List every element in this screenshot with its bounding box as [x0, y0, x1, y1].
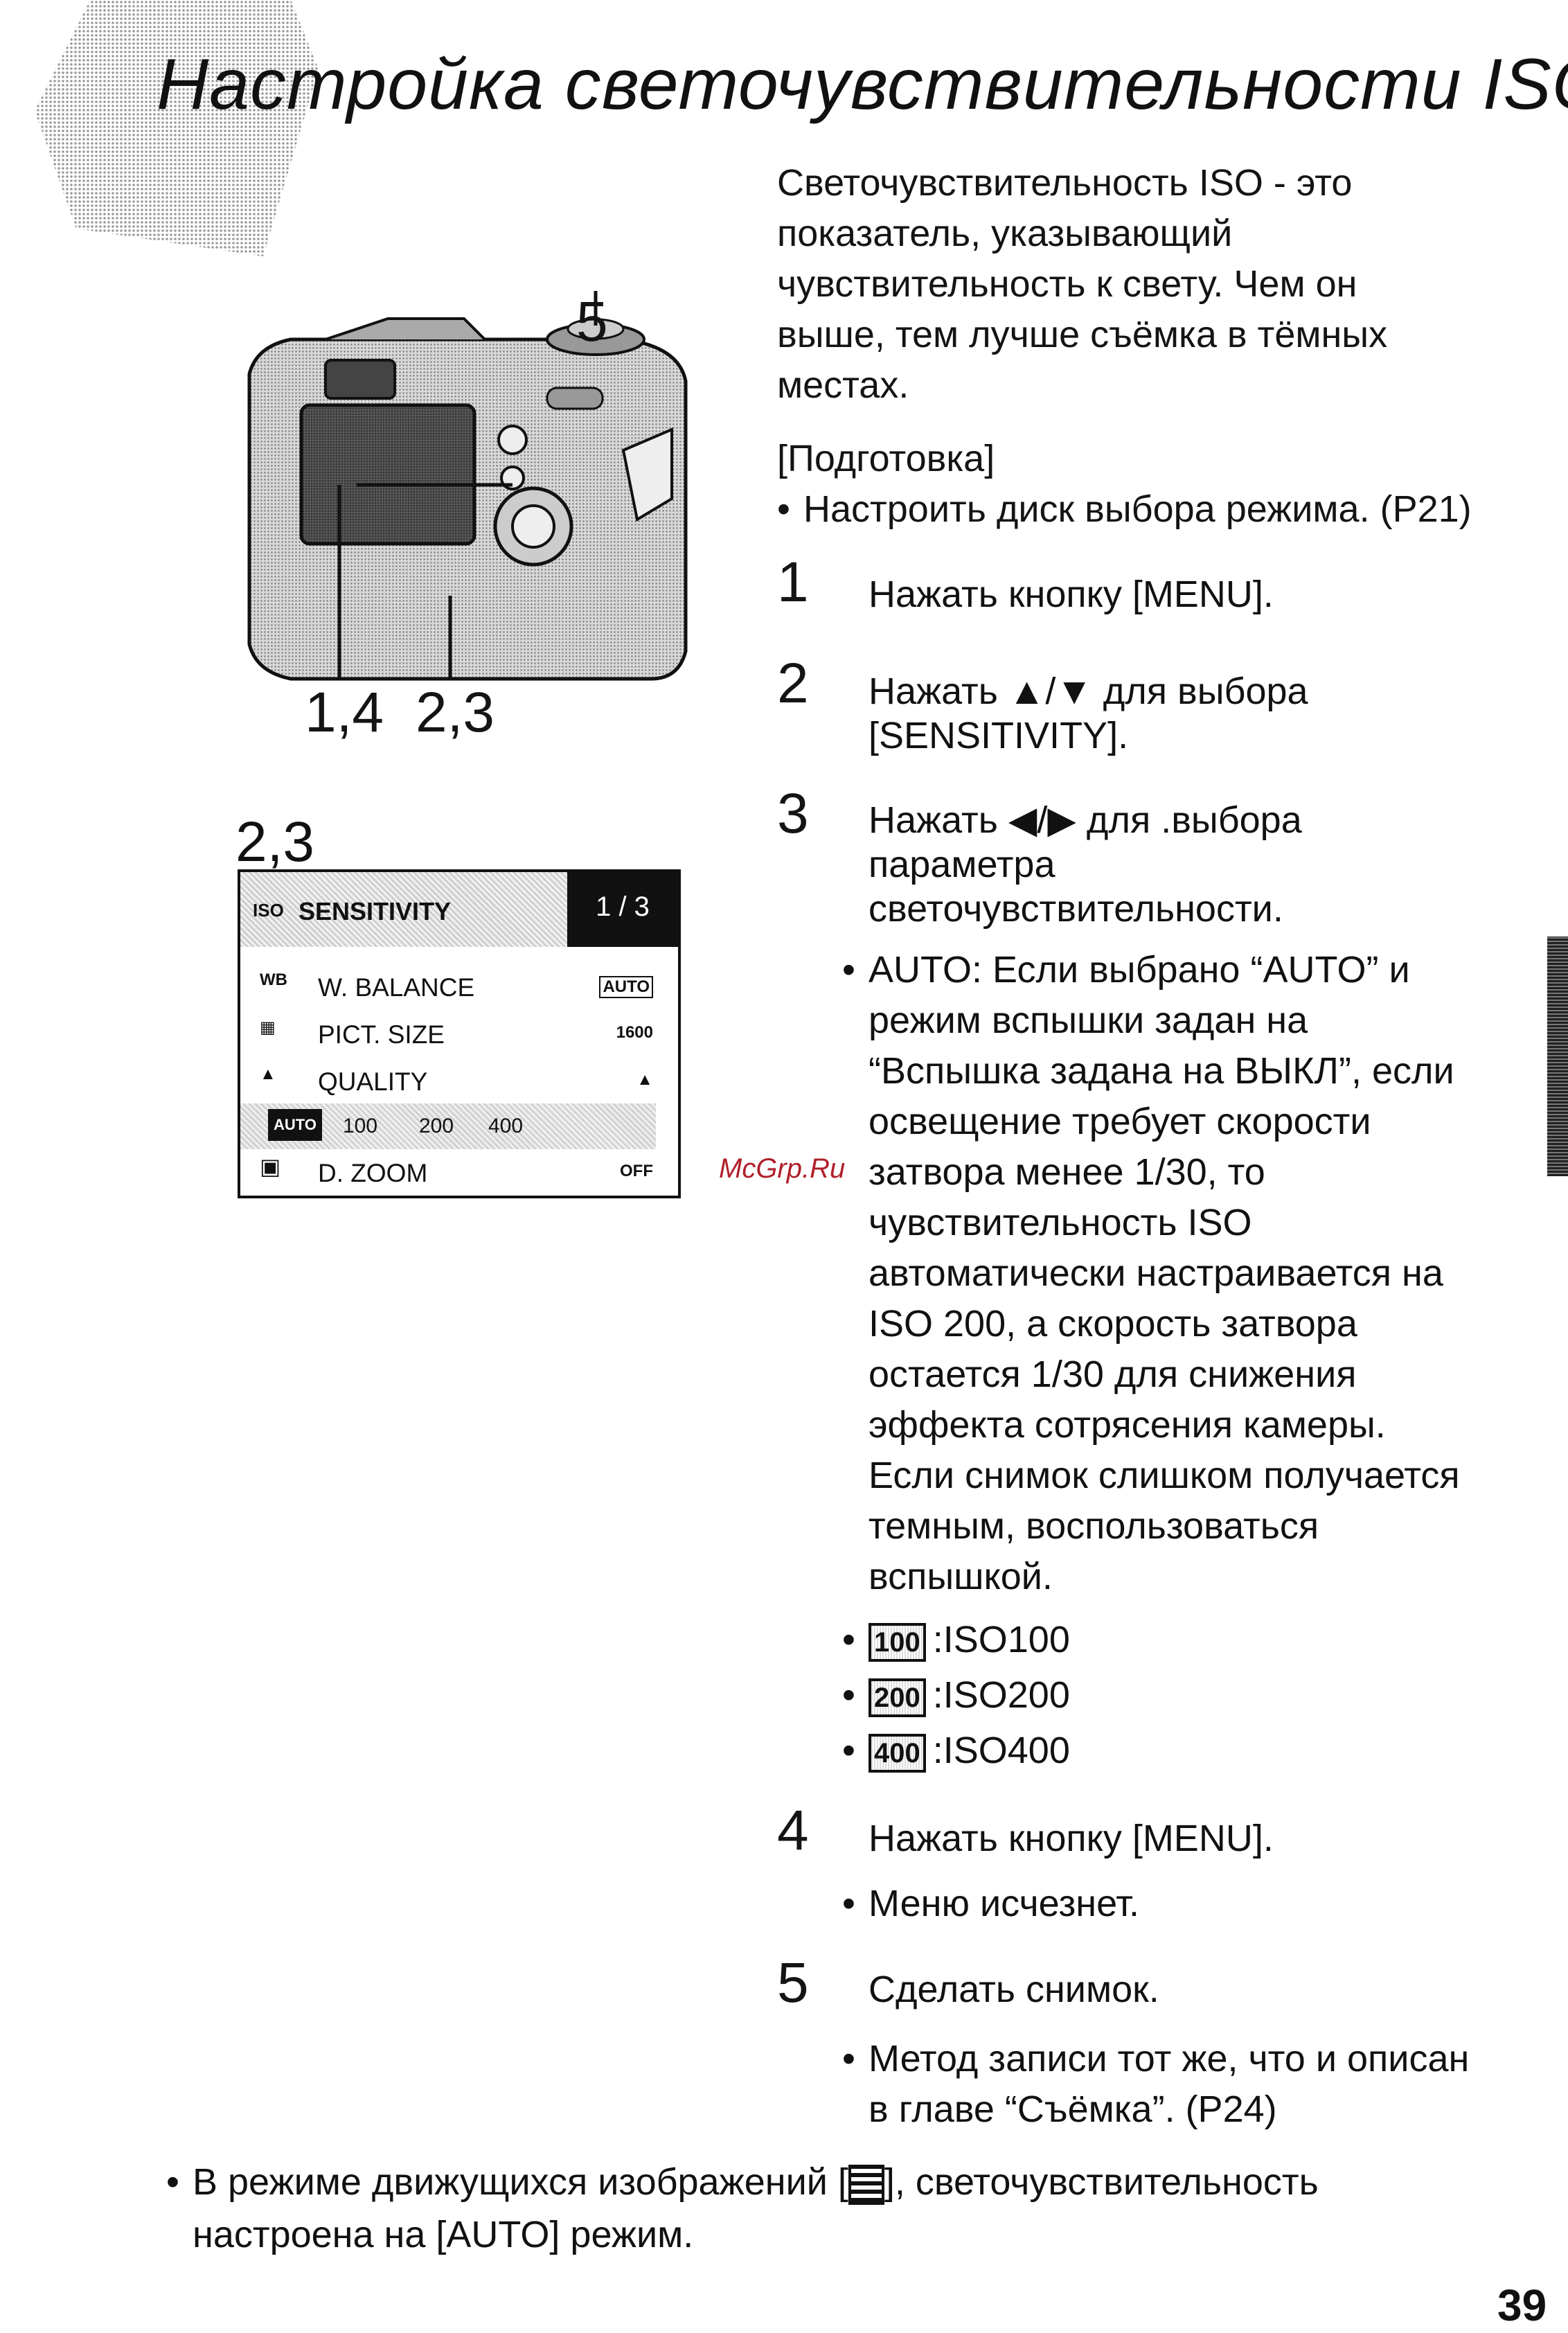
step-4-text: Нажать кнопку [MENU].	[868, 1818, 1274, 1859]
step-5-number: 5	[777, 1951, 809, 2014]
step-1-text: Нажать кнопку [MENU].	[868, 574, 1274, 615]
auto-note-line: автоматически настраивается на	[868, 1252, 1443, 1294]
camera-drawing	[247, 291, 688, 681]
menu-callout-2-3: 2,3	[235, 810, 314, 873]
preparation-heading: [Подготовка]	[777, 438, 995, 479]
step-2-text: Нажать ▲/▼ для выбора [SENSITIVITY].	[868, 669, 1533, 758]
auto-note-line: ISO 200, а скорость затвора	[868, 1303, 1357, 1345]
step-3-number: 3	[777, 782, 809, 845]
intro-line: выше, тем лучше съёмка в тёмных	[777, 314, 1388, 355]
quality-icon: ▲	[260, 1065, 276, 1083]
iso-400-icon: 400	[868, 1733, 926, 1773]
menu-row-label: W. BALANCE	[318, 973, 475, 1002]
preparation-section: [Подготовка] •Настроить диск выбора режи…	[777, 434, 1539, 535]
menu-row-label: QUALITY	[318, 1067, 428, 1096]
movie-mode-icon	[848, 2164, 884, 2205]
auto-note-line: “Вспышка задана на ВЫКЛ”, если	[868, 1050, 1454, 1092]
step-3-line: светочувствительности.	[868, 888, 1283, 930]
step-4-number: 4	[777, 1799, 809, 1862]
auto-note-line: эффекта сотрясения камеры.	[868, 1404, 1386, 1446]
option-400: 400	[488, 1115, 524, 1137]
step-4-note: •Меню исчезнет.	[842, 1883, 1140, 1924]
option-200: 200	[419, 1115, 454, 1137]
option-100: 100	[343, 1115, 378, 1137]
auto-note-line: вспышкой.	[868, 1556, 1053, 1597]
menu-row-value: AUTO	[599, 976, 653, 998]
menu-row-quality: ▲ QUALITY ▲	[240, 1058, 678, 1103]
callout-1-4: 1,4	[305, 681, 384, 744]
step-5-note: •Метод записи тот же, что и описан в гла…	[842, 2038, 1470, 2130]
callout-5: 5	[576, 290, 608, 353]
auto-note-line: режим вспышки задан на	[868, 1000, 1308, 1041]
page-title: Настройка светочувствительности ISO	[157, 44, 1568, 125]
iso-option-100: •100:ISO100	[842, 1619, 1070, 1662]
digital-zoom-icon: ▣	[260, 1154, 281, 1179]
step-3-text: Нажать ◀/▶ для .выбора параметра светочу…	[868, 798, 1533, 931]
preparation-item: •Настроить диск выбора режима. (P21)	[777, 488, 1472, 530]
intro-line: чувствительность к свету. Чем он	[777, 263, 1357, 305]
menu-row-value: 1600	[616, 1023, 653, 1042]
auto-note-line: освещение требует скорости	[868, 1101, 1371, 1142]
menu-row-label: D. ZOOM	[318, 1159, 428, 1187]
auto-note-line: темным, воспользоваться	[868, 1505, 1319, 1547]
step-3-line: Нажать ◀/▶ для .выбора	[868, 799, 1302, 841]
auto-note-line: чувствительность ISO	[868, 1202, 1252, 1243]
intro-line: местах.	[777, 364, 909, 406]
menu-row-picture-size: ▦ PICT. SIZE 1600	[240, 1011, 678, 1056]
camera-illustration	[235, 291, 706, 707]
lcd-menu-screen: ISO SENSITIVITY 1 / 3 WB W. BALANCE AUTO…	[238, 869, 681, 1198]
menu-row-sensitivity-options: AUTO 100 200 400	[240, 1103, 656, 1149]
step-2-number: 2	[777, 652, 809, 715]
option-auto: AUTO	[268, 1109, 322, 1141]
intro-paragraph: Светочувствительность ISO - это показате…	[777, 158, 1539, 411]
auto-note-line: затвора менее 1/30, то	[868, 1151, 1265, 1193]
intro-line: Светочувствительность ISO - это	[777, 162, 1353, 204]
auto-note-line: остается 1/30 для снижения	[868, 1354, 1357, 1395]
iso-icon: ISO	[253, 900, 284, 921]
quality-value-icon: ▲	[636, 1070, 653, 1089]
step-3-line: параметра	[868, 844, 1055, 885]
step-5-text: Сделать снимок.	[868, 1969, 1159, 2010]
chapter-side-tab	[1547, 937, 1568, 1176]
menu-title: SENSITIVITY	[299, 897, 452, 925]
auto-note-line: Если снимок слишком получается	[868, 1455, 1460, 1496]
iso-option-400: •400:ISO400	[842, 1730, 1070, 1773]
auto-note-body: режим вспышки задан на “Вспышка задана н…	[868, 995, 1533, 1602]
auto-note-first-line: •AUTO: Если выбрано “AUTO” и	[842, 949, 1410, 991]
callout-2-3: 2,3	[416, 681, 495, 744]
iso-option-200: •200:ISO200	[842, 1674, 1070, 1717]
menu-row-value: OFF	[620, 1162, 653, 1180]
menu-page-indicator: 1 / 3	[567, 872, 678, 947]
page-number: 39	[1497, 2280, 1547, 2330]
menu-row-label: PICT. SIZE	[318, 1020, 445, 1049]
step-2-line: [SENSITIVITY].	[868, 715, 1129, 756]
footer-note-line: настроена на [AUTO] режим.	[193, 2214, 694, 2255]
step-2-line: Нажать ▲/▼ для выбора	[868, 671, 1308, 712]
footer-note: •В режиме движущихся изображений [], све…	[166, 2156, 1524, 2261]
iso-100-icon: 100	[868, 1622, 926, 1662]
watermark: McGrp.Ru	[719, 1153, 846, 1184]
intro-line: показатель, указывающий	[777, 213, 1233, 254]
step-1-number: 1	[777, 551, 809, 614]
menu-row-white-balance: WB W. BALANCE AUTO	[240, 964, 678, 1009]
title-halftone-background	[35, 0, 319, 256]
iso-200-icon: 200	[868, 1678, 926, 1717]
menu-header: ISO SENSITIVITY 1 / 3	[240, 872, 678, 947]
picture-size-icon: ▦	[260, 1018, 276, 1037]
menu-row-digital-zoom: ▣ D. ZOOM OFF	[240, 1149, 678, 1195]
wb-icon: WB	[260, 970, 287, 989]
